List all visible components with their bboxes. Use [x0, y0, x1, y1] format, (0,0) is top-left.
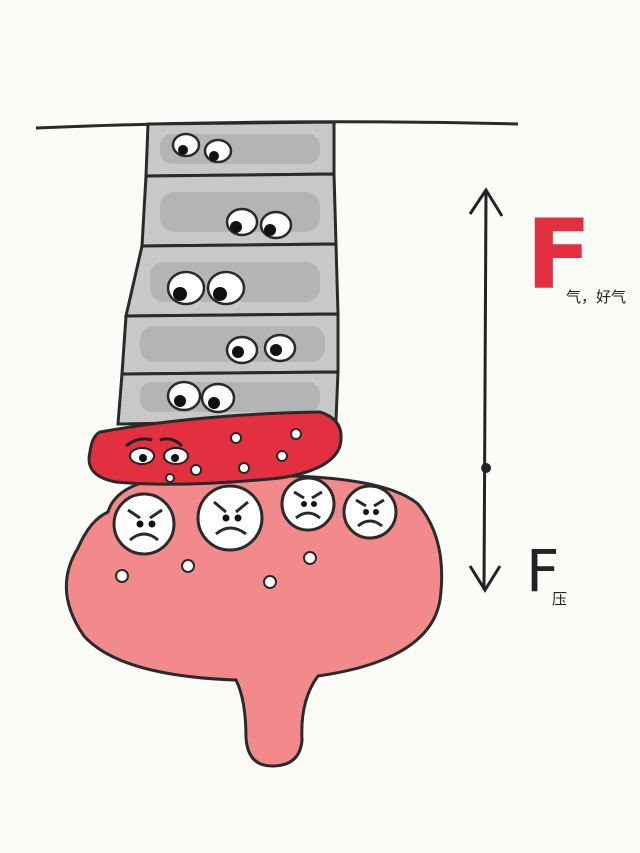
block-eyes [166, 132, 297, 414]
red-layer-face [125, 437, 189, 465]
force-down-label: F [526, 537, 560, 605]
cushion-faces [112, 476, 398, 556]
force-up-label: F [526, 199, 592, 311]
force-arrow [468, 187, 504, 593]
red-layer-bubbles [165, 428, 302, 483]
force-up-subscript: 气，好气 [566, 288, 627, 306]
red-layer [87, 410, 343, 486]
cushion-bubbles [115, 551, 317, 589]
force-arrow-midpoint [481, 463, 491, 473]
force-down-subscript: 压 [552, 590, 568, 608]
